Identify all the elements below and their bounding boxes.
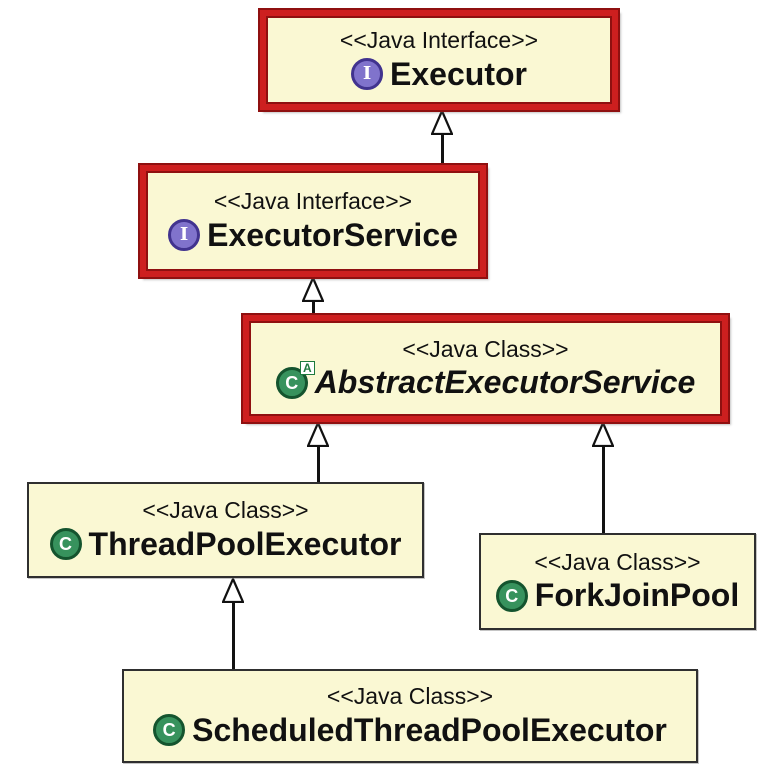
interface-icon: I [168, 219, 201, 252]
node-name-row: C ThreadPoolExecutor [49, 525, 402, 562]
stereotype-label: <<Java Interface>> [339, 27, 539, 54]
abstract-badge: A [300, 360, 315, 375]
class-icon: C [153, 714, 186, 747]
stereotype-label: <<Java Class>> [142, 497, 309, 524]
class-name: ScheduledThreadPoolExecutor [192, 711, 667, 748]
stereotype-label: <<Java Class>> [402, 335, 569, 362]
inheritance-arrow-executorservice-to-executor [431, 110, 453, 165]
uml-node-abstract-executor-service[interactable]: <<Java Class>> C A AbstractExecutorServi… [243, 315, 728, 422]
class-name: ThreadPoolExecutor [88, 525, 402, 562]
hollow-triangle-arrowhead-icon [222, 578, 244, 603]
inheritance-arrow-abstractexecutorservice-to-executorservice [302, 277, 324, 315]
class-name: ForkJoinPool [534, 577, 740, 614]
hollow-triangle-arrowhead-icon [592, 422, 614, 447]
class-icon: C [49, 528, 82, 561]
class-name: ExecutorService [207, 216, 458, 253]
connector-line [440, 134, 444, 165]
node-name-row: C ScheduledThreadPoolExecutor [153, 711, 667, 748]
node-name-row: C A AbstractExecutorService [275, 360, 696, 401]
class-name: Executor [390, 55, 527, 92]
interface-icon: I [351, 58, 384, 91]
hollow-triangle-arrowhead-icon [431, 110, 453, 135]
node-name-row: I Executor [351, 55, 527, 92]
connector-line [231, 602, 235, 669]
uml-node-executor-service[interactable]: <<Java Interface>> I ExecutorService [140, 165, 486, 277]
node-name-row: I ExecutorService [168, 216, 458, 253]
connector-line [311, 301, 315, 315]
class-name: AbstractExecutorService [314, 364, 696, 401]
uml-node-fork-join-pool[interactable]: <<Java Class>> C ForkJoinPool [479, 533, 756, 630]
stereotype-label: <<Java Interface>> [213, 188, 413, 215]
uml-node-scheduled-thread-pool-executor[interactable]: <<Java Class>> C ScheduledThreadPoolExec… [122, 669, 698, 763]
hollow-triangle-arrowhead-icon [307, 422, 329, 447]
stereotype-label: <<Java Class>> [326, 683, 494, 710]
uml-node-thread-pool-executor[interactable]: <<Java Class>> C ThreadPoolExecutor [27, 482, 424, 578]
connector-line [601, 446, 605, 533]
stereotype-label: <<Java Class>> [534, 548, 701, 575]
inheritance-arrow-forkjoinpool-to-abstractexecutorservice [592, 422, 614, 533]
uml-node-executor[interactable]: <<Java Interface>> I Executor [260, 10, 618, 110]
abstract-class-icon: C A [275, 360, 315, 399]
hollow-triangle-arrowhead-icon [302, 277, 324, 302]
connector-line [316, 446, 320, 482]
inheritance-arrow-scheduledthreadpoolexecutor-to-threadpoolexecutor [222, 578, 244, 669]
class-icon: C [495, 579, 528, 612]
node-name-row: C ForkJoinPool [495, 577, 740, 614]
inheritance-arrow-threadpoolexecutor-to-abstractexecutorservice [307, 422, 329, 482]
